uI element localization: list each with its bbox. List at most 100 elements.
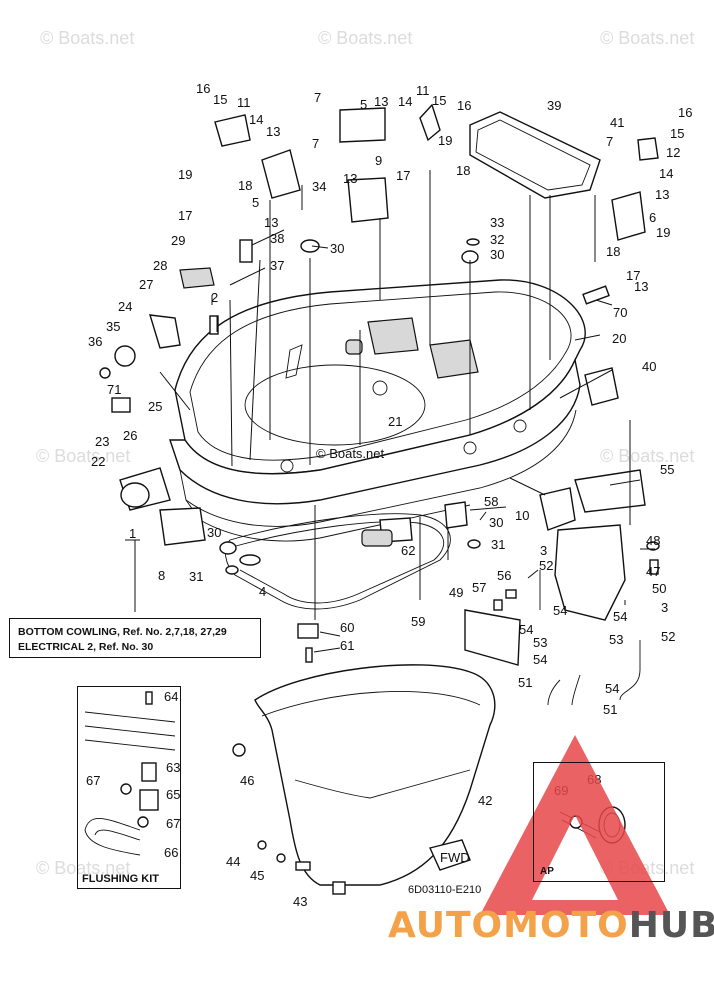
part-label: 17 bbox=[626, 268, 640, 283]
part-label: 1 bbox=[129, 526, 136, 541]
watermark: © Boats.net bbox=[36, 446, 130, 466]
part-label: 48 bbox=[646, 533, 660, 548]
part-label: 16 bbox=[196, 81, 210, 96]
part-label: 13 bbox=[634, 279, 648, 294]
part-label: 46 bbox=[240, 773, 254, 788]
watermark: © Boats.net bbox=[318, 28, 412, 48]
part-label: 20 bbox=[612, 331, 626, 346]
center-watermark: © Boats.net bbox=[316, 446, 385, 461]
part-label: 53 bbox=[609, 632, 623, 647]
part-label: 53 bbox=[533, 635, 547, 650]
part-label: 54 bbox=[553, 603, 567, 618]
part-label: 60 bbox=[340, 620, 354, 635]
part-label: 49 bbox=[449, 585, 463, 600]
part-label: 52 bbox=[661, 629, 675, 644]
part-label: 64 bbox=[164, 689, 178, 704]
part-label: 13 bbox=[264, 215, 278, 230]
part-label: 43 bbox=[293, 894, 307, 909]
watermark: © Boats.net bbox=[600, 28, 694, 48]
part-label: 44 bbox=[226, 854, 240, 869]
part-label: 71 bbox=[107, 382, 121, 397]
misc-fasteners bbox=[219, 529, 660, 895]
part-label: 24 bbox=[118, 299, 132, 314]
part-label: 31 bbox=[189, 569, 203, 584]
part-label: 51 bbox=[603, 702, 617, 717]
part-label: 3 bbox=[661, 600, 668, 615]
part-label: 36 bbox=[88, 334, 102, 349]
part-label: 30 bbox=[489, 515, 503, 530]
watermark: © Boats.net bbox=[600, 446, 694, 466]
part-label: 52 bbox=[539, 558, 553, 573]
part-label: 30 bbox=[330, 241, 344, 256]
part-label: 51 bbox=[518, 675, 532, 690]
part-number-labels: 1 2 3 3 4 5 5 6 7 7 7 8 9 10 11 11 12 13… bbox=[86, 81, 692, 909]
part-label: 70 bbox=[613, 305, 627, 320]
part-label: 18 bbox=[238, 178, 252, 193]
part-label: 14 bbox=[398, 94, 412, 109]
part-label: 17 bbox=[396, 168, 410, 183]
part-label: 21 bbox=[388, 414, 402, 429]
part-label: 18 bbox=[456, 163, 470, 178]
ap-label: AP bbox=[540, 866, 554, 877]
part-label: 42 bbox=[478, 793, 492, 808]
part-label: 47 bbox=[646, 564, 660, 579]
part-label: 45 bbox=[250, 868, 264, 883]
reference-line: BOTTOM COWLING, Ref. No. 2,7,18, 27,29 bbox=[18, 626, 227, 638]
part-label: 22 bbox=[91, 454, 105, 469]
part-label: 4 bbox=[259, 584, 266, 599]
part-label: 16 bbox=[457, 98, 471, 113]
part-label: 67 bbox=[166, 816, 180, 831]
part-label: 38 bbox=[270, 231, 284, 246]
part-label: 28 bbox=[153, 258, 167, 273]
brand-part2: HUB bbox=[628, 905, 714, 946]
part-label: 3 bbox=[540, 543, 547, 558]
part-label: 62 bbox=[401, 543, 415, 558]
part-label: 10 bbox=[515, 508, 529, 523]
part-label: 5 bbox=[360, 97, 367, 112]
part-label: 35 bbox=[106, 319, 120, 334]
flushing-kit-label: FLUSHING KIT bbox=[82, 873, 159, 885]
part-label: 31 bbox=[491, 537, 505, 552]
fwd-label: FWD bbox=[440, 850, 470, 865]
part-label: 19 bbox=[656, 225, 670, 240]
watermark: © Boats.net bbox=[40, 28, 134, 48]
part-label: 27 bbox=[139, 277, 153, 292]
part-label: 14 bbox=[249, 112, 263, 127]
part-label: 12 bbox=[666, 145, 680, 160]
part-label: 19 bbox=[438, 133, 452, 148]
part-label: 40 bbox=[642, 359, 656, 374]
part-label: 6 bbox=[649, 210, 656, 225]
part-label: 14 bbox=[659, 166, 673, 181]
part-label: 67 bbox=[86, 773, 100, 788]
cover-plate bbox=[469, 111, 601, 199]
part-label: 7 bbox=[314, 90, 321, 105]
part-label: 61 bbox=[340, 638, 354, 653]
part-label: 15 bbox=[213, 92, 227, 107]
leader-lines bbox=[125, 170, 655, 653]
part-label: 56 bbox=[497, 568, 511, 583]
part-label: 30 bbox=[490, 247, 504, 262]
flushing-kit-box bbox=[77, 686, 181, 889]
part-label: 7 bbox=[312, 136, 319, 151]
watermark: © Boats.net bbox=[36, 858, 130, 878]
part-label: 39 bbox=[547, 98, 561, 113]
part-label: 33 bbox=[490, 215, 504, 230]
part-label: 63 bbox=[166, 760, 180, 775]
part-label: 29 bbox=[171, 233, 185, 248]
top-cowling-cover: FWD bbox=[254, 664, 496, 886]
drawing-code: 6D03110-E210 bbox=[408, 884, 482, 896]
part-label: 37 bbox=[270, 258, 284, 273]
part-label: 11 bbox=[416, 83, 430, 98]
part-label: 16 bbox=[678, 105, 692, 120]
right-component-cluster bbox=[379, 137, 659, 706]
flushing-kit-parts bbox=[84, 691, 176, 856]
left-component-cluster bbox=[99, 103, 441, 546]
part-label: 54 bbox=[613, 609, 627, 624]
brand-wordmark: AUTOMOTOHUB bbox=[388, 905, 714, 946]
reference-box: BOTTOM COWLING, Ref. No. 2,7,18, 27,29 E… bbox=[9, 618, 261, 658]
ap-box bbox=[533, 762, 665, 882]
brand-logo-mark bbox=[480, 735, 670, 915]
part-label: 11 bbox=[237, 95, 251, 110]
part-label: 13 bbox=[266, 124, 280, 139]
